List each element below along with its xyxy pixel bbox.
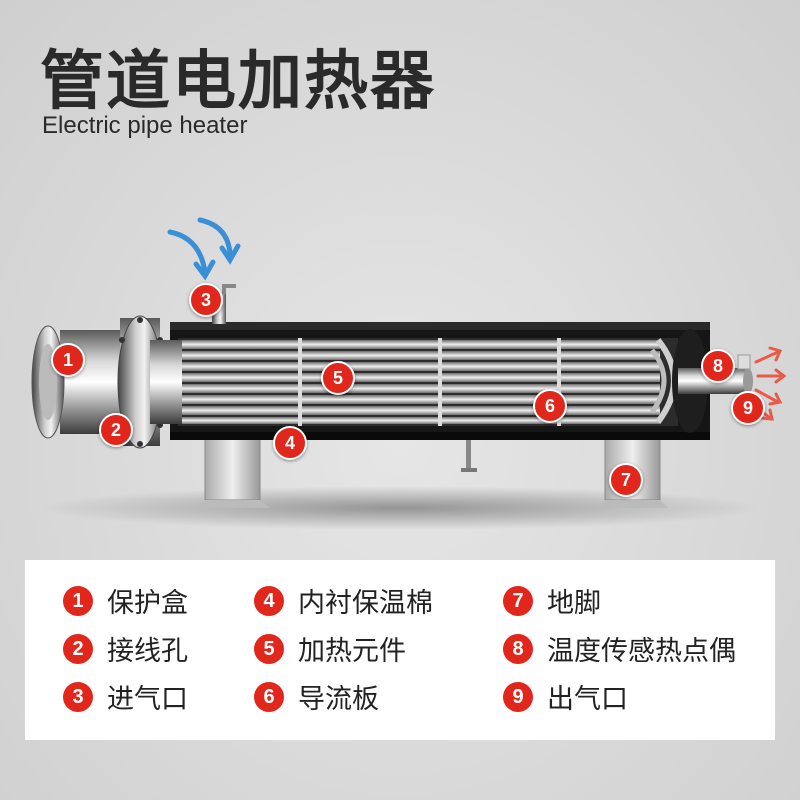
legend-label: 出气口 bbox=[547, 684, 628, 715]
legend-item: 8 温度传感热点偶 bbox=[503, 629, 736, 668]
legend-number: 3 bbox=[63, 681, 93, 712]
legend-label: 保护盒 bbox=[107, 588, 188, 619]
outlet-arrow-icon bbox=[748, 346, 787, 421]
legend-number: 2 bbox=[63, 633, 93, 664]
legend-label: 内衬保温棉 bbox=[298, 588, 433, 619]
marker-5: 5 bbox=[321, 361, 355, 395]
legend-label: 导流板 bbox=[298, 684, 379, 715]
marker-6: 6 bbox=[533, 389, 567, 423]
legend-panel: 1 保护盒 2 接线孔 3 进气口 4 内衬保温棉 5 加热元件 6 导流板 7… bbox=[25, 560, 775, 740]
page-subtitle: Electric pipe heater bbox=[42, 112, 248, 139]
legend-number: 9 bbox=[503, 681, 533, 712]
legend-number: 1 bbox=[63, 585, 93, 616]
baffle-plates bbox=[298, 338, 561, 426]
support-leg-left bbox=[198, 434, 270, 508]
marker-8: 8 bbox=[701, 349, 735, 383]
thermocouple bbox=[737, 354, 751, 370]
marker-3: 3 bbox=[189, 283, 223, 317]
heater-illustration bbox=[31, 217, 787, 530]
legend-item: 1 保护盒 bbox=[63, 581, 188, 620]
inlet-arrow-icon bbox=[167, 217, 241, 281]
marker-2: 2 bbox=[99, 413, 133, 447]
legend-number: 6 bbox=[254, 681, 284, 712]
marker-1: 1 bbox=[51, 343, 85, 377]
legend-label: 地脚 bbox=[547, 588, 601, 619]
legend-number: 5 bbox=[254, 633, 284, 664]
legend-label: 加热元件 bbox=[298, 636, 406, 667]
legend-label: 温度传感热点偶 bbox=[547, 636, 736, 667]
legend-item: 2 接线孔 bbox=[63, 629, 188, 668]
legend-item: 7 地脚 bbox=[503, 581, 601, 620]
legend-item: 9 出气口 bbox=[503, 677, 628, 716]
drain-pipe bbox=[466, 430, 471, 470]
legend-number: 7 bbox=[503, 585, 533, 616]
marker-4: 4 bbox=[273, 426, 307, 460]
legend-item: 4 内衬保温棉 bbox=[254, 581, 433, 620]
legend-number: 8 bbox=[503, 633, 533, 664]
legend-number: 4 bbox=[254, 585, 284, 616]
legend-item: 6 导流板 bbox=[254, 677, 379, 716]
legend-item: 5 加热元件 bbox=[254, 629, 406, 668]
heating-tubes bbox=[180, 338, 677, 424]
legend-label: 接线孔 bbox=[107, 636, 188, 667]
page-title: 管道电加热器 bbox=[40, 45, 436, 119]
marker-9: 9 bbox=[731, 391, 765, 425]
marker-7: 7 bbox=[609, 463, 643, 497]
heater-diagram: 1 2 3 4 5 6 7 8 9 bbox=[0, 190, 800, 530]
legend-label: 进气口 bbox=[107, 684, 188, 715]
legend-item: 3 进气口 bbox=[63, 677, 188, 716]
